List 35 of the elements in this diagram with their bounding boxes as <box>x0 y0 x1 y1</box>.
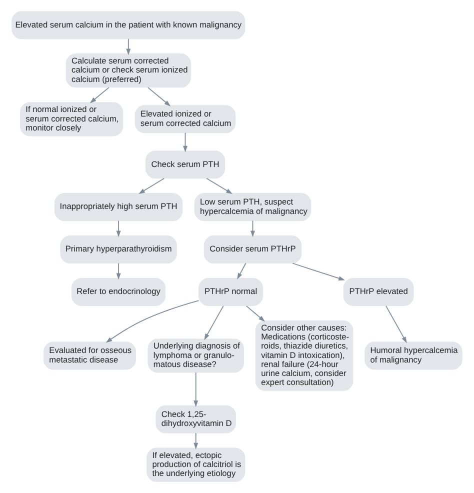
arrow <box>183 132 188 152</box>
arrow <box>106 300 200 343</box>
node-box: Humoral hypercalcemia of malignancy <box>364 342 462 370</box>
node-box: PTHrP elevated <box>343 278 414 306</box>
node-box: If normal ionized or serum corrected calcium, monitor closely <box>20 102 124 136</box>
node-box: Check serum PTH <box>145 150 226 179</box>
node-box: Check 1,25- dihydroxyvitamin D <box>156 405 236 434</box>
arrow <box>206 178 232 194</box>
arrow <box>237 262 246 280</box>
node-box: Refer to endocrinology <box>72 278 166 306</box>
node-box: Primary hyperparathyroidism <box>60 236 177 264</box>
arrow <box>204 305 224 340</box>
node-box: If elevated, ectopic production of calcitriol is the underlying etiology <box>146 448 246 482</box>
arrow <box>292 262 345 280</box>
node-box: Low serum PTH, suspect hypercalcemia of malignancy <box>194 193 312 222</box>
node-box: Elevated serum calcium in the patient with known malignancy <box>12 11 246 40</box>
arrow <box>194 432 198 450</box>
arrow <box>126 38 131 56</box>
node-box: Underlying diagnosis of lymphoma or granulo- matous disease? <box>148 338 244 373</box>
arrow <box>386 305 407 344</box>
arrow <box>246 305 265 322</box>
node-box: Elevated ionized or serum corrected calcium <box>134 105 236 134</box>
arrow <box>148 87 171 106</box>
node-box: PTHrP normal <box>198 278 263 306</box>
arrow <box>138 178 165 194</box>
arrow <box>90 87 110 104</box>
node-box: Inappropriately high serum PTH <box>54 193 183 222</box>
arrow <box>250 220 255 238</box>
node-box: Calculate serum corrected calcium or check serum ionized calcium (preferred) <box>66 54 191 88</box>
node-box: Evaluated for osseous metastatic disease <box>44 342 136 370</box>
arrow <box>116 262 121 280</box>
arrow <box>194 372 198 407</box>
node-box: Consider other causes: Medications (corticoste- roids, thiazide diuretics, vitamin D intoxication), renal failure (24-hour urine calcium, consider expert consultation) <box>255 320 354 391</box>
node-box: Consider serum PTHrP <box>204 236 302 264</box>
arrow <box>116 220 121 238</box>
